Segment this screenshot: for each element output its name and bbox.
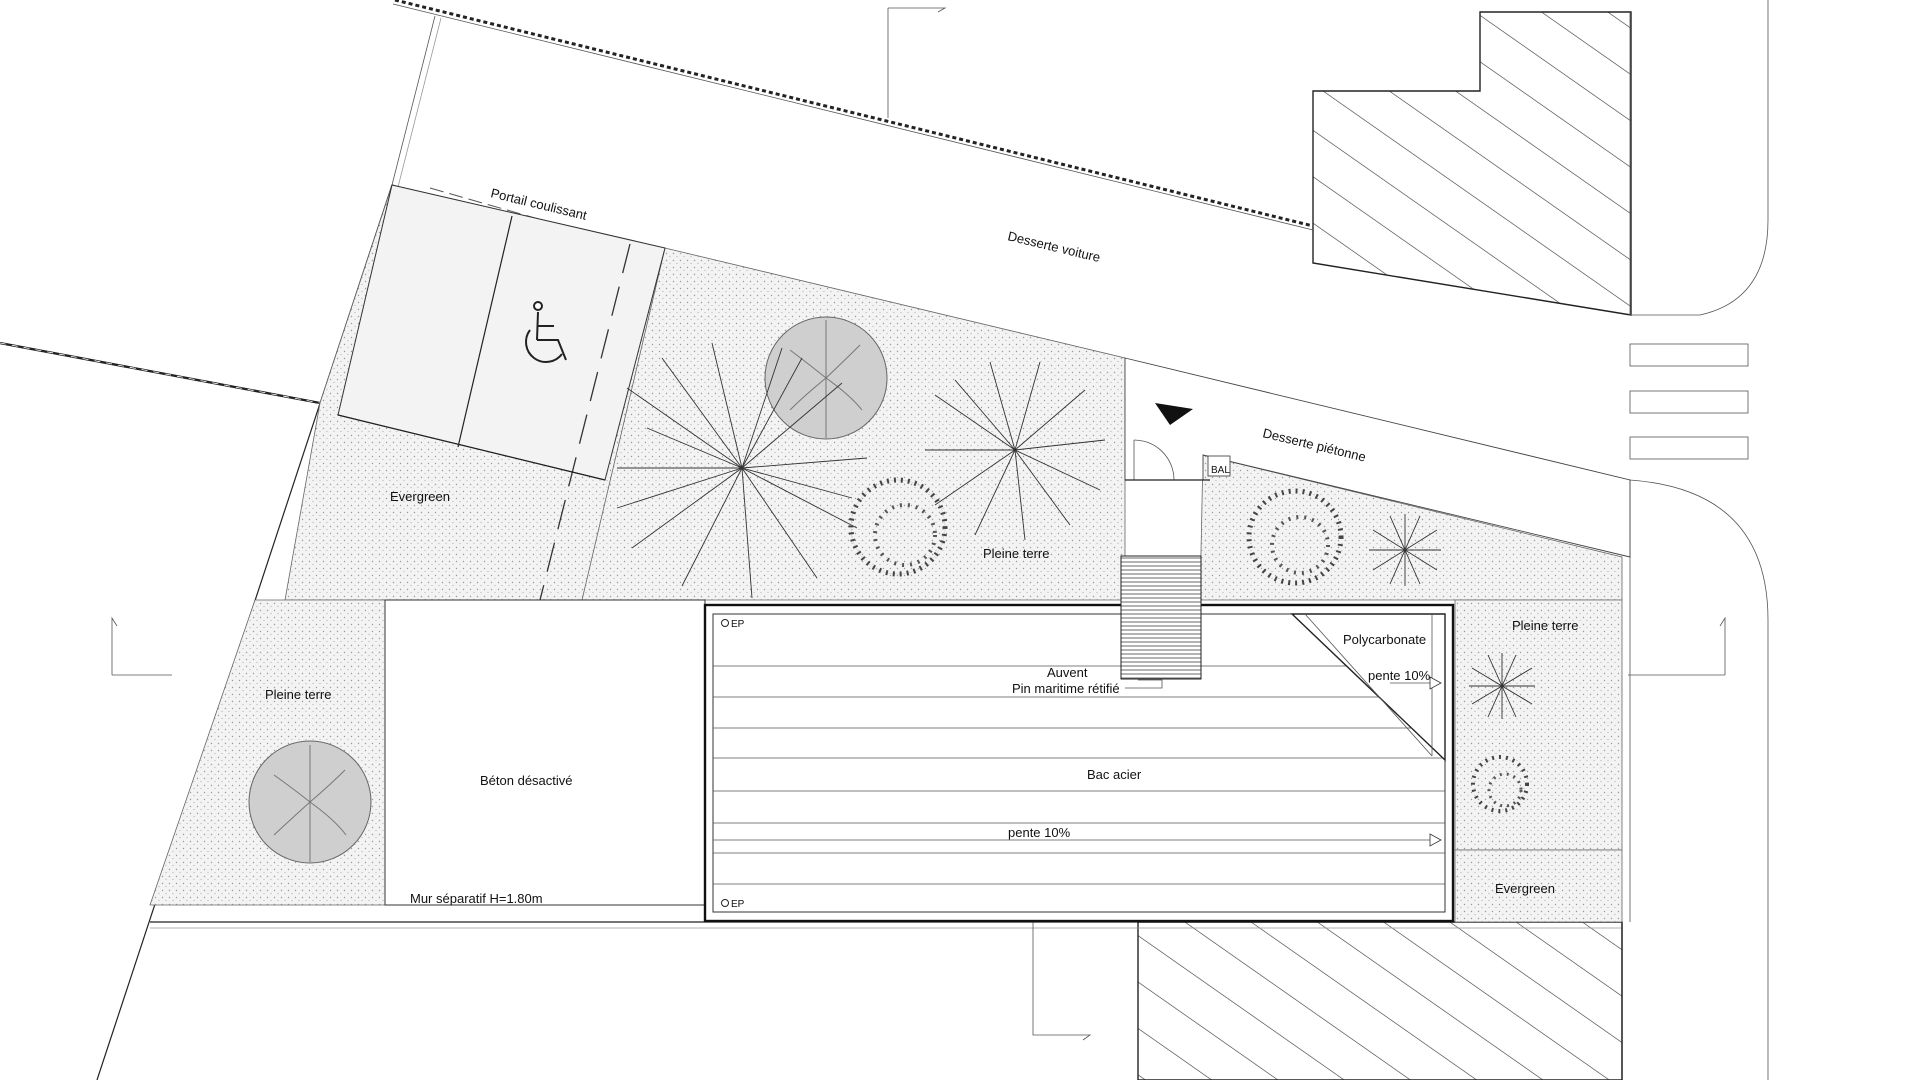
entrance-stair: [1120, 555, 1202, 680]
label-bac-acier: Bac acier: [1087, 767, 1142, 782]
label-polycarbonate: Polycarbonate: [1343, 632, 1426, 647]
ground-pleine-terre-left: [149, 599, 386, 906]
label-beton-desactive: Béton désactivé: [480, 773, 573, 788]
door-swing: [1125, 439, 1210, 481]
label-pin-maritime: Pin maritime rétifié: [1012, 681, 1120, 696]
label-desserte-voiture: Desserte voiture: [1006, 228, 1102, 265]
entrance-arrow-icon: [1155, 403, 1193, 425]
label-pleine-terre-left: Pleine terre: [265, 687, 331, 702]
wheelchair-icon: [525, 301, 567, 363]
tree-spiky-small-2: [1469, 653, 1535, 719]
label-bal: BAL: [1211, 465, 1230, 476]
parking: [337, 184, 666, 601]
label-evergreen-right: Evergreen: [1495, 881, 1555, 896]
shrub-dotted-1: [848, 477, 948, 577]
label-auvent: Auvent: [1047, 665, 1088, 680]
label-pente-bac-acier: pente 10%: [1008, 825, 1071, 840]
label-ep-top: EP: [731, 619, 745, 630]
label-ep-bottom: EP: [731, 899, 745, 910]
neighbour-building-bottom: [1137, 921, 1623, 1080]
ground-pleine-terre-right: [1454, 599, 1623, 851]
tree-grey-left: [248, 740, 372, 864]
label-pente-polycarbonate: pente 10%: [1368, 668, 1431, 683]
roof-bac-acier: [703, 603, 1455, 923]
tree-grey-top: [764, 316, 888, 440]
tree-spiky-small-1: [1369, 514, 1441, 586]
label-evergreen-left: Evergreen: [390, 489, 450, 504]
label-pleine-terre-right: Pleine terre: [1512, 618, 1578, 633]
shrub-dotted-3: [1471, 755, 1529, 813]
ground-evergreen-right: [1454, 849, 1623, 923]
concrete-slab: [384, 599, 706, 906]
shrub-dotted-2: [1246, 488, 1344, 586]
neighbour-building-top: [1312, 11, 1632, 316]
tree-spiky-large: [616, 342, 868, 599]
tree-spiky-medium: [925, 361, 1106, 541]
label-mur-separatif: Mur séparatif H=1.80m: [410, 891, 543, 906]
mailbox: [1207, 455, 1231, 477]
label-pleine-terre-center: Pleine terre: [983, 546, 1049, 561]
